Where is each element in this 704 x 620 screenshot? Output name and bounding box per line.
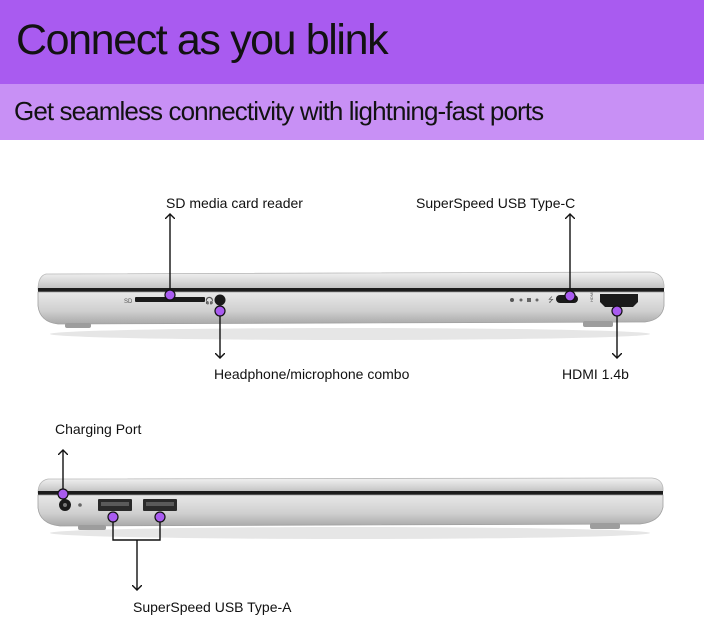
headphone-icon: 🎧: [205, 296, 214, 305]
laptop-port-diagram: SD 🎧 ⭍ HDMI: [37, 140, 665, 620]
label-hdmi: HDMI 1.4b: [562, 366, 629, 382]
usb-a-marker-dot-1: [107, 511, 119, 523]
label-sd-reader: SD media card reader: [166, 195, 303, 211]
laptop-right-side: SD 🎧 ⭍ HDMI: [37, 271, 665, 340]
charging-marker-dot: [57, 488, 69, 500]
charge-led-icon: [78, 503, 82, 507]
laptop-left-side: [37, 477, 664, 539]
usb-symbol-icon: ⭍: [548, 296, 554, 304]
usb-c-marker-dot: [564, 290, 576, 302]
subheader-banner: Get seamless connectivity with lightning…: [0, 84, 704, 140]
hdmi-marking: HDMI: [589, 292, 594, 302]
page-subtitle: Get seamless connectivity with lightning…: [14, 96, 544, 126]
page-title: Connect as you blink: [16, 16, 389, 64]
hdmi-marker-dot: [611, 305, 623, 317]
header-banner: Connect as you blink: [0, 0, 704, 84]
label-usb-a: SuperSpeed USB Type-A: [133, 599, 292, 615]
hdmi-port: [600, 294, 638, 307]
usb-a-marker-dot-2: [154, 511, 166, 523]
headphone-marker-dot: [214, 305, 226, 317]
callouts-left-side: [57, 450, 166, 590]
sd-marking: SD: [124, 299, 133, 305]
sd-marker-dot: [164, 289, 176, 301]
label-headphone: Headphone/microphone combo: [214, 366, 410, 382]
headphone-jack: [214, 294, 226, 306]
label-charging-port: Charging Port: [55, 421, 142, 437]
label-usb-c: SuperSpeed USB Type-C: [416, 195, 576, 211]
callouts-right-side: [164, 214, 623, 358]
power-led-icon: [510, 298, 514, 302]
